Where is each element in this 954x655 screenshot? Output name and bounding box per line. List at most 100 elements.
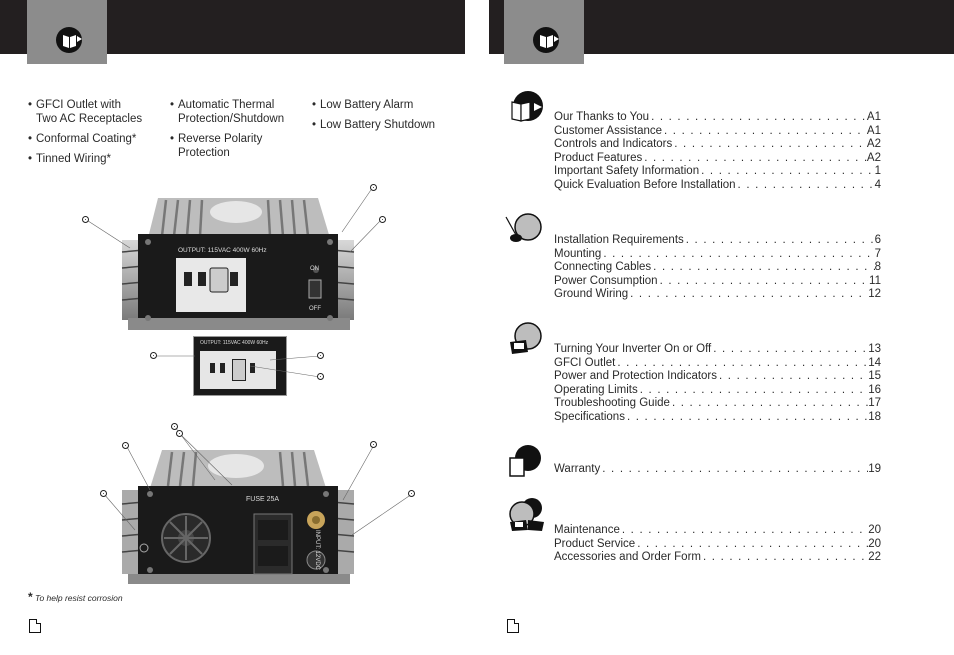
toc-leader-dots: [711, 342, 868, 356]
callout-leader-lines: [84, 186, 413, 536]
toc-entry-title: Product Service: [554, 537, 636, 550]
toc-entry[interactable]: Specifications18: [554, 410, 881, 424]
toc-entry[interactable]: Installation Requirements 6: [554, 233, 881, 247]
toc-entry-title: Ground Wiring: [554, 288, 629, 301]
toc-entry[interactable]: Product FeaturesA2: [554, 151, 881, 165]
toc-entry[interactable]: Connecting Cables8: [554, 260, 881, 274]
callout-marker: [100, 490, 107, 497]
toc-leader-dots: [651, 260, 874, 274]
toc-entry-page: 7: [874, 247, 881, 260]
front-off-label: OFF: [309, 306, 321, 312]
toc-leader-dots: [736, 178, 875, 192]
toc-entry[interactable]: Troubleshooting Guide 17: [554, 396, 881, 410]
toc-entry[interactable]: Customer Assistance A1: [554, 124, 881, 138]
callout-marker: [122, 442, 129, 449]
toc-entry-page: 20: [868, 537, 881, 550]
toc-leader-dots: [635, 537, 868, 551]
toc-entry-page: 19: [868, 463, 881, 475]
toc-entry[interactable]: Warranty 19: [554, 462, 881, 476]
toc-entry-title: Quick Evaluation Before Installation: [554, 179, 736, 191]
toc-leader-dots: [620, 523, 868, 537]
callout-marker: [379, 216, 386, 223]
toc-entry-page: 22: [868, 551, 881, 564]
toc-leader-dots: [684, 233, 875, 247]
toc-entry-page: 15: [868, 370, 881, 383]
toc-entry[interactable]: Power Consumption 11: [554, 274, 881, 288]
bullet-dot: •: [312, 99, 317, 111]
callout-marker: [171, 423, 178, 430]
footnote: * To help resist corrosion: [28, 590, 123, 604]
toc-leader-dots: [717, 369, 868, 383]
toc-entry-title: Warranty: [554, 463, 601, 475]
toc-entry-page: 17: [868, 397, 881, 410]
callout-marker: [150, 352, 157, 359]
toc-entry[interactable]: GFCI Outlet 14: [554, 356, 881, 370]
toc-entry-page: A2: [866, 151, 881, 164]
left-header-tab: [27, 0, 107, 64]
toc-entry-title: Controls and Indicators: [554, 138, 673, 151]
toc-entry-page: 20: [868, 524, 881, 536]
toc-entry-page: 4: [874, 179, 881, 191]
toc-entry-page: 12: [868, 288, 881, 301]
toc-entry[interactable]: Turning Your Inverter On or Off 13: [554, 342, 881, 356]
toc-entry-title: Troubleshooting Guide: [554, 397, 670, 410]
section-one-icon: [504, 90, 548, 129]
toc-entry-title: GFCI Outlet: [554, 356, 616, 369]
rear-panel-illustration: FUSE 25A INPUT: 12VDC: [118, 438, 358, 588]
toc-entry[interactable]: Maintenance20: [554, 523, 881, 537]
toc-entry-title: Customer Assistance: [554, 124, 663, 137]
toc-entry-title: Specifications: [554, 411, 625, 423]
callout-marker: [370, 184, 377, 191]
toc-entry-page: A1: [866, 124, 881, 137]
toc-leader-dots: [615, 356, 868, 370]
toc-leader-dots: [642, 151, 867, 165]
bullet-dot: •: [28, 153, 33, 165]
feature-column-3: •Low Battery Alarm•Low Battery Shutdown: [312, 98, 452, 138]
toc-leader-dots: [701, 550, 868, 564]
feature-text: Low Battery Shutdown: [320, 119, 436, 131]
outlet-inset-illustration: OUTPUT: 115VAC 400W 60Hz: [193, 336, 287, 396]
feature-text: Automatic Thermal: [178, 99, 275, 111]
callout-marker: [370, 441, 377, 448]
toc-entry[interactable]: Controls and Indicators A2: [554, 137, 881, 151]
toc-entry[interactable]: Product Service 20: [554, 537, 881, 551]
toc-entry-page: 13: [868, 343, 881, 355]
toc-entry-title: Accessories and Order Form: [554, 551, 701, 564]
toc-entry-title: Power Consumption: [554, 274, 658, 287]
toc-entry[interactable]: Accessories and Order Form 22: [554, 550, 881, 564]
rear-fuse-label: FUSE 25A: [246, 496, 280, 503]
toc-entry-page: 1: [874, 165, 881, 178]
toc-entry[interactable]: Important Safety Information 1: [554, 164, 881, 178]
toc-leader-dots: [638, 383, 868, 397]
toc-entry-title: Our Thanks to You: [554, 111, 650, 123]
feature-text: Tinned Wiring*: [36, 153, 111, 165]
toc-leader-dots: [628, 287, 868, 301]
toc-entry-page: 11: [869, 274, 881, 287]
toc-entry-title: Turning Your Inverter On or Off: [554, 343, 712, 355]
toc-entry[interactable]: Ground Wiring 12: [554, 287, 881, 301]
feature-text: Reverse Polarity: [178, 133, 263, 145]
toc-entry[interactable]: Mounting7: [554, 247, 881, 261]
toc-entry[interactable]: Quick Evaluation Before Installation 4: [554, 178, 881, 192]
toc-entry[interactable]: Operating Limits16: [554, 383, 881, 397]
toc-entry[interactable]: Power and Protection Indicators15: [554, 369, 881, 383]
toc-entry-title: Installation Requirements: [554, 234, 684, 246]
feature-bullet: •Conformal Coating*: [28, 132, 168, 146]
toc-entry-page: 14: [868, 356, 881, 369]
toc-entry-title: Important Safety Information: [554, 165, 700, 178]
callout-marker: [408, 490, 415, 497]
toc-leader-dots: [649, 110, 867, 124]
toc-entry-page: 6: [874, 234, 881, 246]
section-three-icon: [504, 322, 548, 361]
toc-leader-dots: [658, 274, 869, 288]
bullet-dot: •: [312, 119, 317, 131]
toc-entry-page: A2: [866, 138, 881, 151]
callout-marker: [317, 373, 324, 380]
callout-marker: [317, 352, 324, 359]
feature-text: Protection/Shutdown: [178, 113, 285, 125]
toc-entry[interactable]: Our Thanks to YouA1: [554, 110, 881, 124]
